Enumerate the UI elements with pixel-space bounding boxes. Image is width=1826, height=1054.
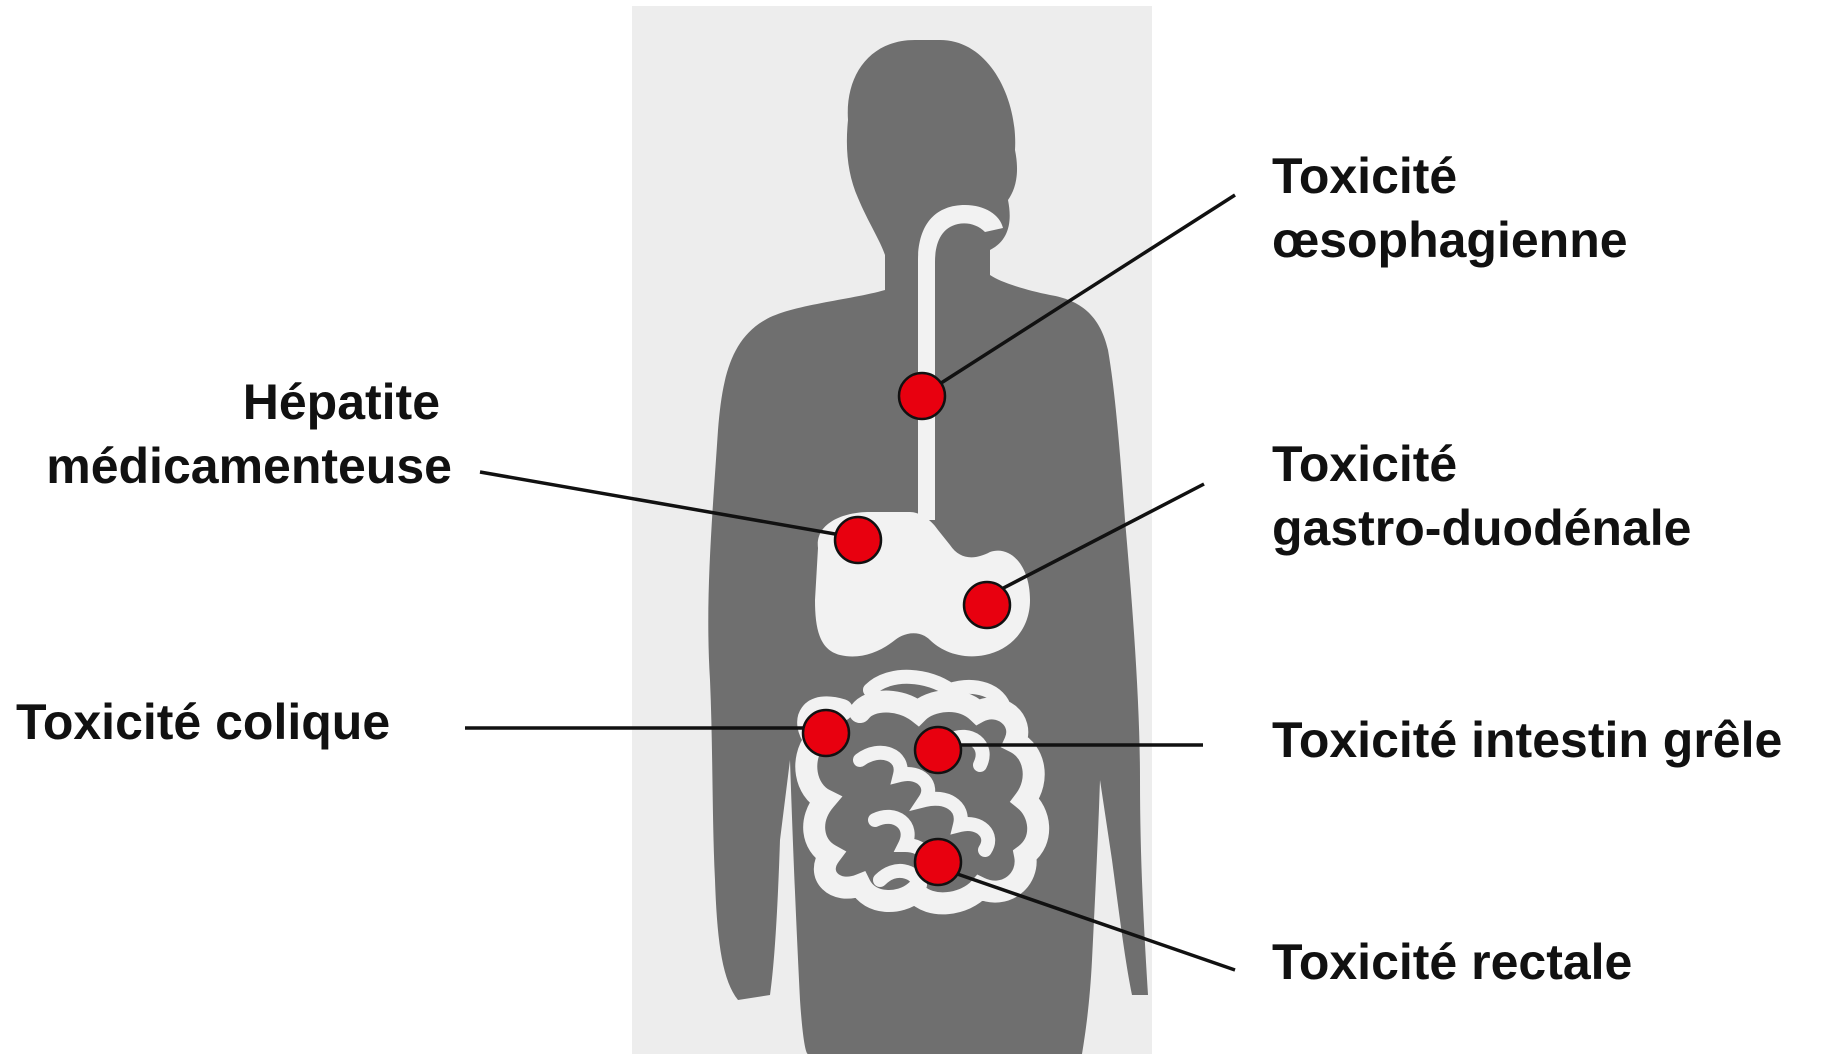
label-oesophageal-line2: œsophagienne bbox=[1272, 208, 1628, 272]
marker-liver bbox=[835, 517, 881, 563]
marker-rectum bbox=[915, 839, 961, 885]
label-rectal-line1: Toxicité rectale bbox=[1272, 930, 1632, 994]
marker-small-intestine bbox=[915, 727, 961, 773]
marker-oesophagus bbox=[899, 373, 945, 419]
label-colic-line1: Toxicité colique bbox=[16, 690, 390, 754]
label-oesophageal-toxicity: Toxicité œsophagienne bbox=[1272, 144, 1628, 272]
label-gastro-line1: Toxicité bbox=[1272, 432, 1691, 496]
label-hepatitis-line1: Hépatite bbox=[46, 370, 452, 434]
label-drug-hepatitis: Hépatite médicamenteuse bbox=[46, 370, 452, 498]
label-small-intestine-line1: Toxicité intestin grêle bbox=[1272, 708, 1782, 772]
label-colic-toxicity: Toxicité colique bbox=[16, 690, 390, 754]
label-oesophageal-line1: Toxicité bbox=[1272, 144, 1628, 208]
label-rectal-toxicity: Toxicité rectale bbox=[1272, 930, 1632, 994]
label-hepatitis-line2: médicamenteuse bbox=[46, 434, 452, 498]
label-small-intestine-toxicity: Toxicité intestin grêle bbox=[1272, 708, 1782, 772]
label-gastroduodenal-toxicity: Toxicité gastro-duodénale bbox=[1272, 432, 1691, 560]
marker-colon bbox=[803, 710, 849, 756]
marker-gastro bbox=[964, 582, 1010, 628]
label-gastro-line2: gastro-duodénale bbox=[1272, 496, 1691, 560]
